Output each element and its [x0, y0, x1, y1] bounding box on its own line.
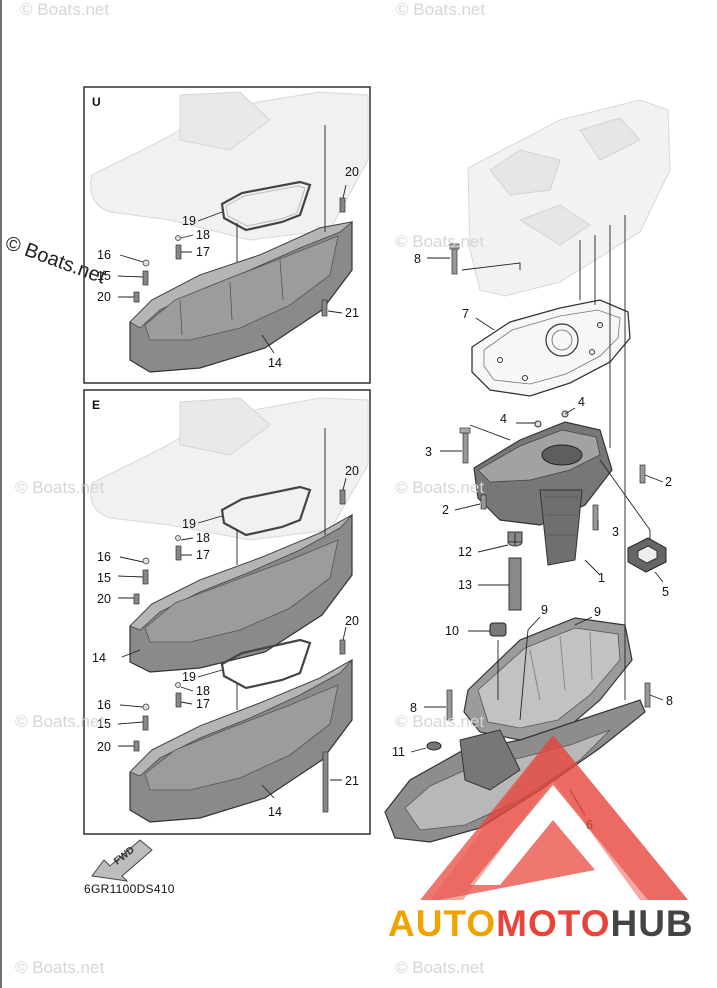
callout: 4 — [500, 412, 507, 426]
callout: 18 — [196, 531, 210, 545]
callout: 14 — [92, 651, 106, 665]
fwd-arrow-icon — [91, 839, 153, 882]
callout: 3 — [612, 525, 619, 539]
watermark: © Boats.net — [15, 958, 105, 977]
main-callouts: 8 7 4 4 3 2 2 3 12 1 5 13 9 9 10 8 8 11 … — [392, 252, 673, 832]
callout: 16 — [97, 698, 111, 712]
callout: 14 — [268, 805, 282, 819]
callout: 7 — [462, 307, 469, 321]
automotohub-wordmark: AUTOMOTOHUB — [388, 903, 694, 945]
logo-part-moto: MOTO — [496, 903, 611, 944]
watermark: © Boats.net — [20, 0, 110, 19]
callout: 15 — [97, 717, 111, 731]
callout: 9 — [541, 603, 548, 617]
callout: 18 — [196, 684, 210, 698]
callout: 17 — [196, 548, 210, 562]
watermark: © Boats.net — [396, 0, 486, 19]
panel-u-artwork — [90, 91, 369, 373]
callout: 3 — [425, 445, 432, 459]
callout: 16 — [97, 248, 111, 262]
panel-e-frame — [83, 389, 371, 835]
callout: 16 — [97, 550, 111, 564]
callout: 4 — [578, 395, 585, 409]
panel-u-callouts: 20 19 16 15 18 17 20 21 14 — [97, 165, 359, 370]
watermark: © Boats.net — [395, 478, 485, 497]
callout: 17 — [196, 245, 210, 259]
automotohub-logo-icon — [420, 735, 688, 900]
callout: 20 — [345, 614, 359, 628]
callout: 21 — [345, 306, 359, 320]
callout: 15 — [97, 571, 111, 585]
callout: 13 — [458, 578, 472, 592]
logo-part-auto: AUTO — [388, 903, 497, 944]
panel-e-callouts: 20 19 18 17 16 15 20 14 20 19 18 17 16 1… — [92, 464, 359, 819]
callout: 9 — [594, 605, 601, 619]
watermark: © Boats.net — [395, 958, 485, 977]
panel-u-frame — [83, 86, 371, 384]
diagram-code: 6GR1100DS410 — [84, 882, 175, 896]
watermark: © Boats.net — [395, 232, 485, 251]
logo-part-hub: HUB — [610, 903, 694, 944]
callout: 20 — [345, 464, 359, 478]
callout: 19 — [182, 517, 196, 531]
callout: 2 — [442, 503, 449, 517]
callout: 8 — [414, 252, 421, 266]
callout: 2 — [665, 475, 672, 489]
watermark: © Boats.net — [395, 712, 485, 731]
callout: 5 — [662, 585, 669, 599]
callout: 10 — [445, 624, 459, 638]
callout: 8 — [410, 701, 417, 715]
callout: 20 — [345, 165, 359, 179]
callout: 11 — [392, 745, 405, 759]
watermark: © Boats.net — [15, 478, 105, 497]
callout: 18 — [196, 228, 210, 242]
callout: 21 — [345, 774, 359, 788]
panel-u-letter: U — [92, 95, 101, 109]
callout: 8 — [666, 694, 673, 708]
watermark: © Boats.net — [15, 712, 105, 731]
callout: 19 — [182, 214, 196, 228]
callout: 12 — [458, 545, 472, 559]
callout: 19 — [182, 670, 196, 684]
callout: 1 — [598, 571, 605, 585]
panel-e-artwork — [90, 397, 369, 823]
callout: 20 — [97, 290, 111, 304]
callout: 17 — [196, 697, 210, 711]
callout: 14 — [268, 356, 282, 370]
callout: 20 — [97, 740, 111, 754]
panel-e-letter: E — [92, 398, 101, 412]
callout: 15 — [97, 269, 111, 283]
callout: 20 — [97, 592, 111, 606]
